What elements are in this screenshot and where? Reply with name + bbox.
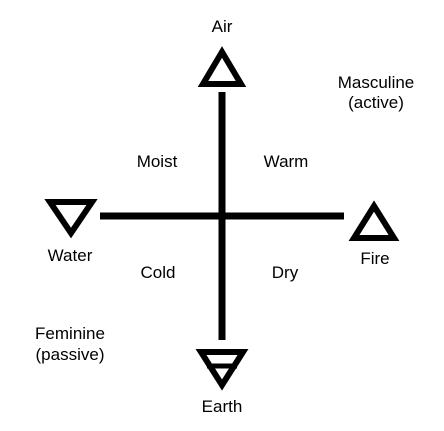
earth-label: Earth: [201, 397, 243, 416]
dry-label: Dry: [271, 263, 299, 282]
cold-label: Cold: [140, 263, 176, 282]
feminine-label: Feminine: [35, 324, 105, 343]
fire-triangle-icon: [348, 200, 400, 241]
water-triangle-icon: [44, 199, 98, 239]
fire-label: Fire: [360, 249, 390, 268]
air-triangle-icon: [197, 46, 247, 87]
passive-label: (passive): [35, 345, 105, 364]
active-label: (active): [348, 93, 404, 112]
masculine-label: Masculine: [337, 73, 415, 92]
warm-label: Warm: [263, 152, 309, 171]
moist-label: Moist: [136, 152, 178, 171]
water-label: Water: [47, 246, 93, 265]
air-label: Air: [211, 17, 233, 36]
